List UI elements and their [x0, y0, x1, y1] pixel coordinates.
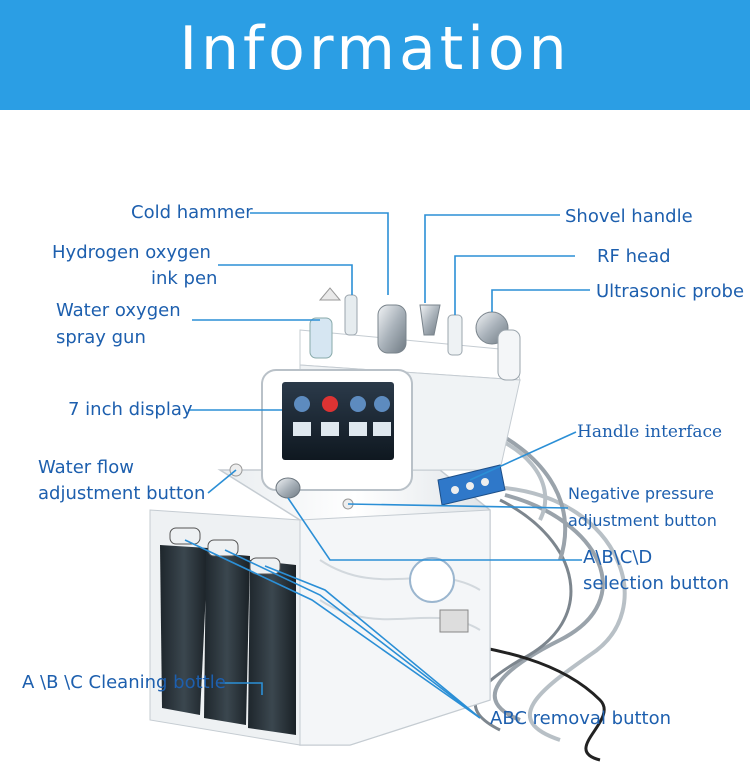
- label-water-flow-line1: Water flow: [38, 457, 135, 478]
- label-rf-head: RF head: [597, 246, 671, 267]
- cold-hammer: [377, 304, 407, 354]
- rf-head: [447, 314, 463, 356]
- qr-sticker: [439, 609, 469, 633]
- label-cleaning-bottle: A \B \C Cleaning bottle: [22, 672, 226, 693]
- hydrogen-pen: [344, 294, 358, 336]
- bottle-b: [204, 552, 250, 725]
- label-hydrogen-pen-line2: ink pen: [151, 268, 218, 289]
- display-screen: [282, 382, 394, 460]
- label-selection-line2: selection button: [583, 573, 729, 594]
- removal-button-a: [169, 527, 201, 545]
- water-flow-knob: [229, 463, 243, 477]
- label-negative-pressure-line2: adjustment button: [568, 511, 717, 530]
- water-spray-gun: [309, 317, 333, 359]
- bottle-c: [248, 560, 296, 735]
- label-cold-hammer: Cold hammer: [131, 202, 253, 223]
- label-shovel-handle: Shovel handle: [565, 206, 693, 227]
- label-water-gun-line2: spray gun: [56, 327, 146, 348]
- label-hydrogen-pen-line1: Hydrogen oxygen: [52, 242, 211, 263]
- screen-icon: [294, 396, 310, 412]
- screen-icon: [350, 396, 366, 412]
- label-water-gun-line1: Water oxygen: [56, 300, 181, 321]
- pressure-knob: [342, 498, 354, 510]
- screen-icon: [373, 422, 391, 436]
- removal-button-b: [207, 539, 239, 557]
- ultrasonic-handle: [497, 329, 521, 381]
- label-display: 7 inch display: [68, 399, 193, 420]
- screen-icon: [321, 422, 339, 436]
- port: [481, 478, 489, 486]
- port: [451, 486, 459, 494]
- removal-button-c: [249, 557, 281, 575]
- label-water-flow-line2: adjustment button: [38, 483, 206, 504]
- screen-icon: [349, 422, 367, 436]
- cable: [504, 486, 627, 742]
- selection-knob: [275, 477, 301, 499]
- power-cable: [439, 638, 606, 762]
- label-removal-button: ABC removal button: [490, 708, 672, 729]
- spray-gun-tip: [318, 287, 342, 301]
- screen-icon: [293, 422, 311, 436]
- page-title: Information: [179, 14, 571, 84]
- port: [466, 482, 474, 490]
- screen-icon: [374, 396, 390, 412]
- label-ultrasonic-probe: Ultrasonic probe: [596, 281, 745, 302]
- label-handle-interface: Handle interface: [577, 422, 723, 442]
- shovel-handle: [419, 304, 441, 336]
- label-selection-line1: A\B\C\D: [583, 547, 653, 568]
- header-banner: Information: [0, 0, 750, 110]
- logo-badge: [409, 557, 455, 603]
- screen-icon: [322, 396, 338, 412]
- label-negative-pressure-line1: Negative pressure: [568, 484, 714, 503]
